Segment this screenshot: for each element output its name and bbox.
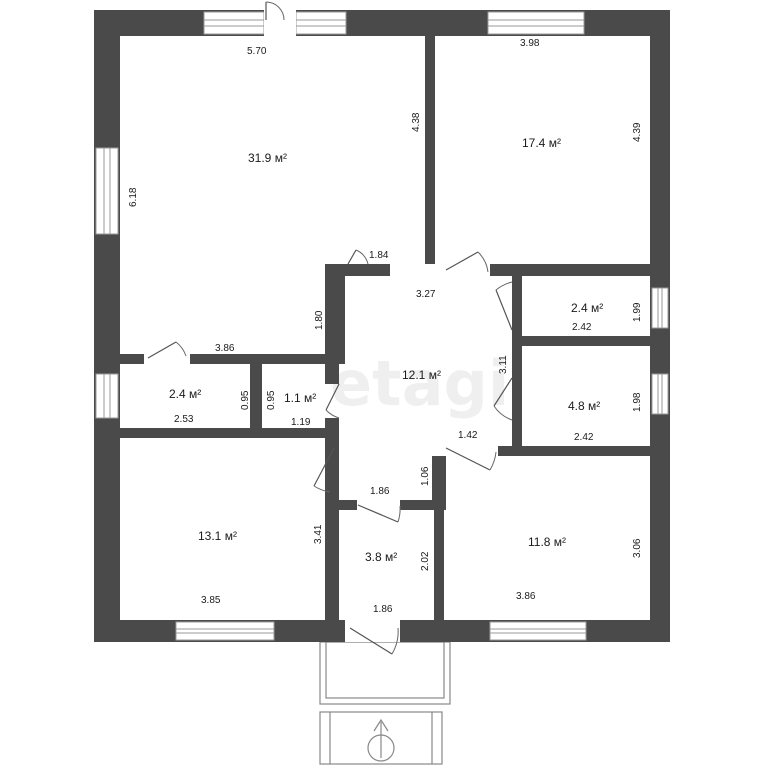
window-left-upper <box>95 147 119 235</box>
room-area-hall: 12.1 м² <box>402 368 441 382</box>
window-top-left <box>203 11 265 35</box>
dim-small-ne-1-h: 1.99 <box>632 302 643 322</box>
room-area-bedroom-se: 11.8 м² <box>528 535 566 549</box>
room-area-bedroom-ne: 17.4 м² <box>522 136 561 150</box>
window-bottom-left <box>175 621 275 641</box>
door-bedroom-sw <box>313 447 335 493</box>
dim-bedroom-ne-top: 3.98 <box>520 38 540 49</box>
interior-walls <box>120 36 650 620</box>
dim-hall-top: 3.27 <box>416 289 436 300</box>
room-area-small-ne-2: 4.8 м² <box>568 399 600 413</box>
porch-inner <box>325 641 445 699</box>
door-entrance-top <box>265 1 285 21</box>
dim-living-top: 5.70 <box>247 46 267 57</box>
room-area-pantry-w: 2.4 м² <box>169 387 201 401</box>
window-right-lower <box>651 373 669 415</box>
dim-living-bottom: 3.86 <box>215 343 235 354</box>
dim-hall-door-low: 1.42 <box>458 430 478 441</box>
dim-hall-door-top: 1.84 <box>369 250 389 261</box>
room-area-wc: 1.1 м² <box>284 391 316 405</box>
door-living-hall <box>347 249 369 265</box>
dim-bedroom-ne-right: 4.39 <box>632 122 643 142</box>
door-pantry-w <box>147 341 187 359</box>
dim-small-ne-1-w: 2.42 <box>572 322 592 333</box>
door-front <box>349 627 399 655</box>
window-top-right <box>487 11 585 35</box>
door-wc <box>325 383 340 419</box>
room-area-living: 31.9 м² <box>248 151 287 165</box>
dim-hall-right: 3.11 <box>498 355 509 374</box>
window-top-mid <box>295 11 347 35</box>
dim-pantry-w-w: 2.53 <box>174 414 194 425</box>
dim-wc-h: 0.95 <box>266 390 277 410</box>
door-vestibule <box>357 504 401 523</box>
dim-vestibule-h: 2.02 <box>420 551 431 571</box>
dim-corridor-h: 1.86 <box>370 486 390 497</box>
dim-wc-w: 1.19 <box>291 417 311 428</box>
window-right-upper <box>651 287 669 329</box>
door-small-ne-2 <box>493 377 513 421</box>
door-bedroom-se <box>445 447 497 471</box>
dim-corridor-v: 1.06 <box>420 466 431 486</box>
room-area-small-ne-1: 2.4 м² <box>571 301 603 315</box>
dim-bedroom-sw-bottom: 3.85 <box>201 595 221 606</box>
door-bedroom-ne <box>445 251 489 273</box>
dim-bedroom-se-right: 3.06 <box>632 538 643 558</box>
dim-living-left: 6.18 <box>128 187 139 207</box>
watermark: etagi <box>330 347 509 420</box>
dim-vestibule-w: 1.86 <box>373 604 393 615</box>
window-left-lower <box>95 373 119 419</box>
room-area-vestibule: 3.8 м² <box>365 550 397 564</box>
room-area-bedroom-sw: 13.1 м² <box>198 529 237 543</box>
dim-small-ne-2-h: 1.98 <box>632 392 643 412</box>
dim-pantry-w-h: 0.95 <box>240 390 251 410</box>
stairs <box>319 711 443 765</box>
door-small-ne-1 <box>495 281 513 331</box>
dim-living-right: 4.38 <box>411 112 422 132</box>
window-bottom-right <box>489 621 587 641</box>
porch <box>319 641 451 705</box>
dim-small-ne-2-w: 2.42 <box>574 432 594 443</box>
dim-bedroom-se-bottom: 3.86 <box>516 591 536 602</box>
dim-bedroom-sw-right: 3.41 <box>313 524 324 544</box>
dim-hall-left: 1.80 <box>314 310 325 330</box>
